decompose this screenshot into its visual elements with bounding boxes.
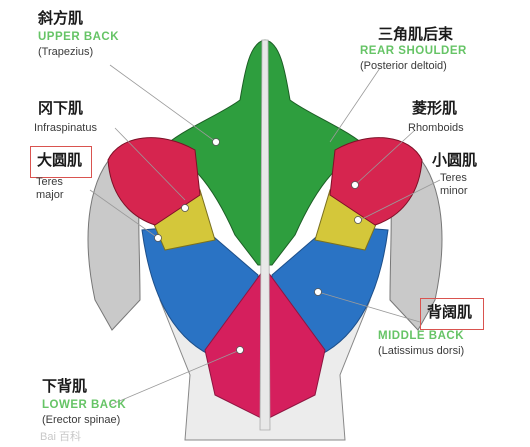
label-teres-major-cn: 大圆肌	[37, 151, 83, 169]
label-teres-minor-cn: 小圆肌	[432, 151, 478, 169]
highlight-box-teres-major	[30, 146, 92, 178]
label-latissimus-cn: 背阔肌	[427, 303, 473, 321]
rear-deltoid-left	[107, 137, 201, 226]
label-infraspinatus-latin: Infraspinatus	[34, 122, 97, 134]
label-rear-deltoid-cn: 三角肌后束	[378, 25, 454, 43]
label-latissimus-en: MIDDLE BACK	[378, 330, 464, 342]
label-teres-major-latin-1: Teres	[36, 176, 63, 188]
label-latissimus-latin: (Latissimus dorsi)	[378, 345, 465, 357]
highlight-box-latissimus	[420, 298, 484, 330]
label-teres-minor-latin-1: Teres	[440, 172, 467, 184]
label-rear-deltoid-en: REAR SHOULDER	[360, 45, 467, 57]
marker-dots	[154, 138, 362, 354]
label-erector-cn: 下背肌	[42, 377, 88, 395]
label-erector-en: LOWER BACK	[42, 399, 127, 411]
label-teres-minor-latin-2: minor	[440, 185, 468, 197]
watermark: Bai 百科	[40, 431, 81, 443]
label-rear-deltoid-latin: (Posterior deltoid)	[360, 60, 447, 72]
label-trapezius-en: UPPER BACK	[38, 31, 120, 43]
label-rhomboids-latin: Rhomboids	[408, 122, 464, 134]
label-erector-latin: (Erector spinae)	[42, 414, 121, 426]
spine	[259, 39, 271, 431]
leader-lines	[89, 64, 441, 406]
label-rhomboids-cn: 菱形肌	[412, 99, 458, 117]
label-infraspinatus-cn: 冈下肌	[38, 99, 84, 117]
label-teres-major-latin-2: major	[36, 189, 64, 201]
rear-deltoid-right	[329, 137, 423, 226]
label-trapezius-cn: 斜方肌	[38, 9, 84, 27]
label-trapezius-latin: (Trapezius)	[38, 46, 94, 58]
